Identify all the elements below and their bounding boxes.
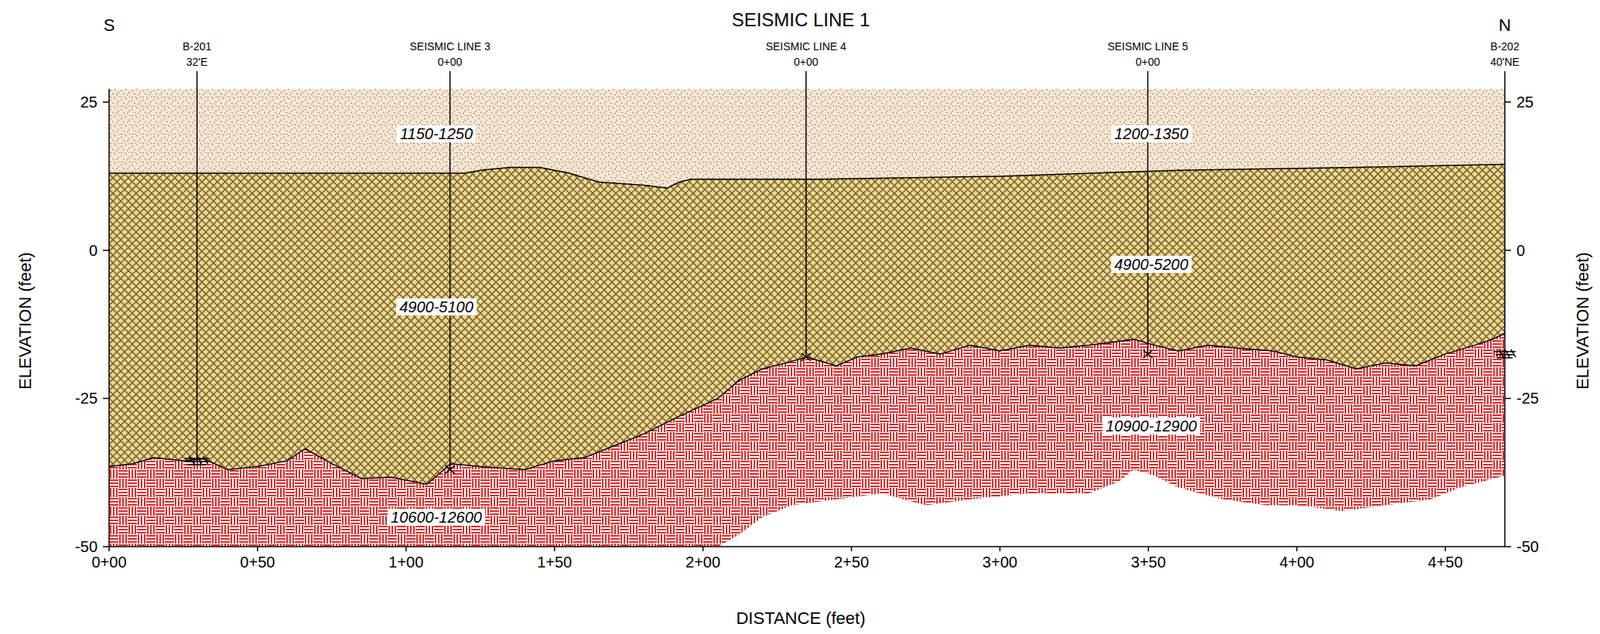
layer-boundaries bbox=[109, 164, 1505, 486]
boring-label: B-201 bbox=[182, 41, 212, 53]
station-label: 0+00 bbox=[793, 56, 819, 69]
axis-tick-label: 25 bbox=[1516, 93, 1534, 111]
crossing-line-label: SEISMIC LINE 3 bbox=[409, 41, 490, 53]
boring-offset: 40'NE bbox=[1490, 56, 1520, 69]
velocity-label: 10600-12600 bbox=[387, 509, 486, 527]
axis-tick-label: 0+00 bbox=[91, 553, 127, 571]
crossing-line-label: SEISMIC LINE 5 bbox=[1107, 41, 1188, 53]
direction-label: S bbox=[103, 16, 116, 35]
axis-tick-label: 25 bbox=[80, 93, 98, 111]
bedrock-layer-shape bbox=[109, 88, 1505, 548]
station-label: 0+00 bbox=[437, 56, 463, 69]
axis-tick-label: 3+00 bbox=[982, 553, 1018, 571]
axis-tick-label: 1+00 bbox=[388, 553, 424, 571]
axis-tick-label: 0 bbox=[88, 242, 98, 260]
axis-tick-label: 0 bbox=[1516, 242, 1525, 260]
station-label: 0+00 bbox=[1135, 56, 1161, 69]
velocity-label: 10900-12900 bbox=[1102, 417, 1200, 435]
bedrock-layer: 10600-12600 10900-12900 bbox=[109, 88, 1505, 548]
line-markers bbox=[184, 71, 1516, 474]
axis-title: ELEVATION (feet) bbox=[1573, 252, 1593, 390]
velocity-label: 4900-5100 bbox=[396, 298, 477, 316]
chart-title: SEISMIC LINE 1 bbox=[731, 10, 871, 31]
axis-tick-label: 0+50 bbox=[239, 553, 275, 571]
boring-label: B-202 bbox=[1490, 41, 1519, 53]
axis-tick-label: -50 bbox=[1516, 538, 1539, 556]
axis-tick-label: 4+50 bbox=[1428, 553, 1464, 571]
axis-frame bbox=[109, 88, 1505, 548]
axis-tick-label: -50 bbox=[75, 538, 98, 556]
velocity-label: 4900-5200 bbox=[1111, 256, 1192, 274]
velocity-label: 1200-1350 bbox=[1111, 125, 1192, 143]
axis-tick-label: -25 bbox=[1516, 389, 1539, 407]
axis-tick-label: 1+50 bbox=[536, 553, 572, 571]
axis-tick-label: 3+50 bbox=[1131, 553, 1166, 571]
boring-offset: 32'E bbox=[186, 56, 209, 69]
axis-tick-label: -25 bbox=[75, 389, 98, 407]
axis-tick-label: 2+50 bbox=[834, 553, 869, 571]
axis-title: DISTANCE (feet) bbox=[735, 609, 865, 629]
axis-tick-label: 2+00 bbox=[685, 553, 721, 571]
direction-label: N bbox=[1498, 16, 1512, 35]
axis-title: ELEVATION (feet) bbox=[16, 252, 35, 390]
crossing-line-label: SEISMIC LINE 4 bbox=[765, 41, 847, 53]
tick-marks bbox=[102, 102, 1512, 552]
velocity-label: 1150-1250 bbox=[396, 125, 476, 143]
axis-tick-label: 4+00 bbox=[1279, 553, 1315, 571]
